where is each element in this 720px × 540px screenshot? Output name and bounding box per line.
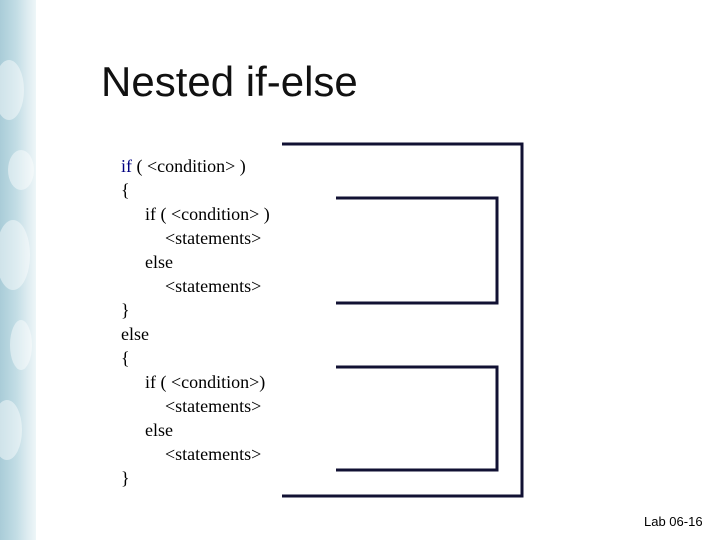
- slide-number-footer: Lab 06-16: [644, 514, 703, 529]
- code-line-statements: <statements>: [165, 276, 262, 296]
- code-line-statements: <statements>: [165, 444, 262, 464]
- slide-title: Nested if-else: [101, 58, 358, 105]
- code-line-statements: <statements>: [165, 228, 262, 248]
- keyword-if: if: [145, 372, 156, 392]
- condition-text: ( <condition>): [156, 372, 266, 392]
- condition-text: ( <condition> ): [156, 204, 270, 224]
- keyword-if: if: [145, 204, 156, 224]
- keyword-if: if: [121, 156, 132, 176]
- code-line-statements: <statements>: [165, 396, 262, 416]
- inner-if-else-bracket-top: [336, 196, 499, 305]
- code-line-close-brace: }: [121, 468, 130, 488]
- code-line-inner-if: if ( <condition> ): [145, 202, 270, 226]
- code-line-inner-if: if ( <condition>): [145, 370, 265, 394]
- code-line-open-brace: {: [121, 180, 130, 200]
- code-line-close-brace: }: [121, 300, 130, 320]
- code-line-outer-if: if ( <condition> ): [121, 154, 246, 178]
- code-line-outer-else: else: [121, 324, 149, 344]
- condition-text: ( <condition> ): [132, 156, 246, 176]
- code-line-open-brace: {: [121, 348, 130, 368]
- outer-if-else-bracket: [282, 142, 524, 498]
- inner-if-else-bracket-bottom: [336, 365, 499, 472]
- code-line-else: else: [145, 252, 173, 272]
- decorative-side-strip: [0, 0, 36, 540]
- code-line-else: else: [145, 420, 173, 440]
